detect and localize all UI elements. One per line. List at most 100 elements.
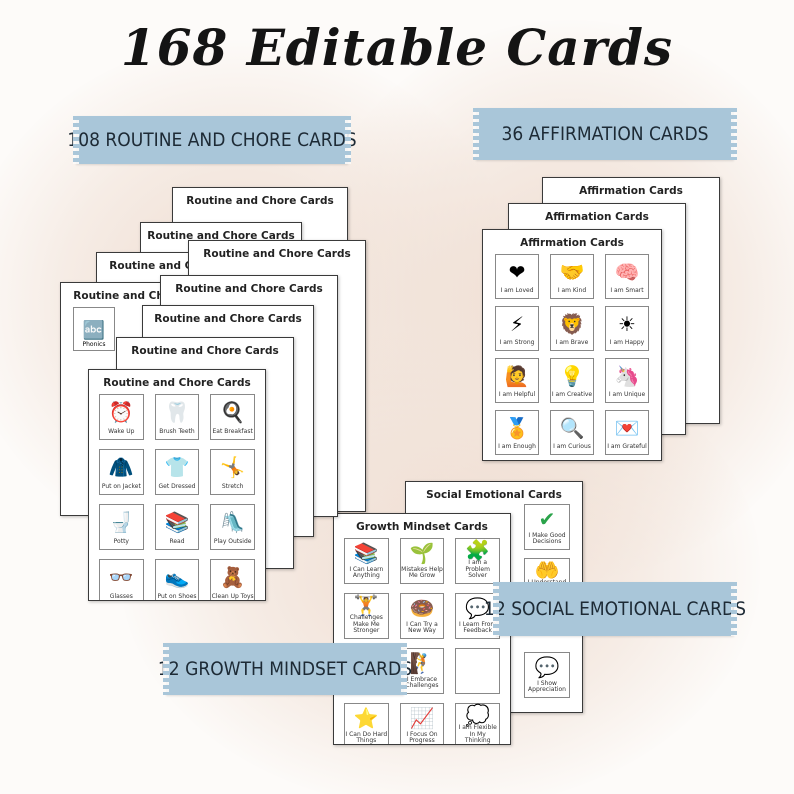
card-label: I Focus On Progress — [406, 730, 438, 745]
routine-label-tape: 108 ROUTINE AND CHORE CARDS — [67, 116, 357, 164]
card-cell: 📚I Can Learn Anything — [344, 538, 389, 584]
card-cell: 🔍I am Curious — [550, 410, 594, 455]
card-label: I Show Appreciation — [528, 679, 566, 694]
card-picture-icon: 🍳 — [220, 400, 246, 425]
card-label: I am Helpful — [498, 391, 536, 399]
card-picture-icon: ⚡ — [509, 311, 525, 336]
card-title: Routine and Chore Cards — [203, 248, 351, 260]
card-picture-icon: 🦁 — [559, 311, 585, 336]
card-cell: 🦄 I am Unique — [605, 358, 649, 403]
card-picture-icon: 🧠 — [614, 259, 640, 284]
card-label: I am Unique — [608, 391, 646, 399]
card-cell: 📚Read — [154, 504, 200, 550]
card-cell: 🤝 I am Kind — [550, 254, 594, 299]
card-label: I am Curious — [553, 443, 591, 451]
card-label: I am Strong — [499, 339, 535, 347]
card-label: I Make Good Decisions — [528, 531, 566, 546]
card-picture-icon: 🏅 — [504, 415, 530, 440]
card-label: Read — [169, 538, 185, 546]
card-title: Affirmation Cards — [579, 185, 683, 197]
card-picture-icon: ❤ — [508, 259, 526, 284]
affirmation-label-tape: 36 AFFIRMATION CARDS — [473, 108, 737, 160]
card-label: Put on Shoes — [157, 593, 197, 601]
card-cell: 🛝Play Outside — [210, 504, 255, 550]
card-label: I am Kind — [557, 287, 587, 295]
card-cell: ⭐I Can Do Hard Things — [344, 703, 389, 745]
card-title: Routine and Chore Cards — [103, 377, 251, 389]
card-picture-icon: 🛝 — [220, 510, 246, 535]
card-picture-icon: 👟 — [164, 565, 190, 590]
card-cell: 🧠I am Smart — [605, 254, 649, 299]
growth-label-tape: 12 GROWTH MINDSET CARDS — [158, 643, 412, 695]
card-label: I Can Try a New Way — [406, 620, 438, 635]
card-picture-icon: 👓 — [108, 565, 134, 590]
card-label: Glasses — [109, 593, 133, 601]
card-picture-icon: 🌱 — [409, 540, 435, 565]
card-label: Put on Jacket — [101, 483, 141, 491]
card-picture-icon: 🤝 — [559, 259, 585, 284]
card-cell: 🍩I Can Try a New Way — [399, 593, 445, 639]
social-label-tape: 12 SOCIAL EMOTIONAL CARDS — [484, 582, 746, 636]
card-label: I Can Do Hard Things — [345, 730, 388, 745]
card-picture-icon: 🚽 — [108, 510, 134, 535]
card-picture-icon: 👕 — [164, 455, 190, 480]
card-picture-icon: 🙋 — [504, 363, 530, 388]
card-label: I am Creative — [551, 391, 593, 399]
affirmation-card-front: Affirmation Cards ❤I am Loved🤝I am Kind🧠… — [482, 229, 662, 461]
card-cell: 👓 Glasses — [99, 559, 144, 601]
card-picture-icon: 📈 — [409, 705, 435, 730]
card-label: I am Happy — [609, 339, 645, 347]
routine-card-front: Routine and Chore Cards ⏰Wake Up🦷Brush T… — [88, 369, 266, 601]
card-picture-icon: 🧸 — [220, 565, 246, 590]
card-cell: 💡I am Creative — [550, 358, 594, 403]
card-label: I am Flexible In My Thinking — [458, 724, 497, 745]
card-picture-icon: ☀ — [618, 311, 636, 336]
card-cell — [455, 648, 500, 694]
card-cell: 🦷Brush Teeth — [154, 394, 200, 440]
card-picture-icon: 💬 — [534, 654, 560, 679]
growth-grid: 📚I Can Learn Anything🌱Mistakes Help Me G… — [334, 536, 510, 745]
card-title: Affirmation Cards — [545, 211, 649, 223]
card-cell: 💌 I am Grateful — [605, 410, 649, 455]
card-label: Potty — [113, 538, 129, 546]
card-cell: 📈I Focus On Progress — [399, 703, 445, 745]
card-title: Routine and Chore Cards — [147, 230, 295, 242]
card-label: I am Brave — [555, 339, 589, 347]
card-picture-icon: 🤲 — [534, 557, 560, 582]
card-label: Stretch — [221, 483, 244, 491]
card-label: Wake Up — [108, 428, 135, 436]
card-label: Brush Teeth — [159, 428, 195, 436]
card-cell: 💬I Learn From Feedback — [455, 593, 500, 639]
card-cell: 🌱Mistakes Help Me Grow — [399, 538, 445, 584]
card-picture-icon: 🧥 — [108, 455, 134, 480]
card-picture-icon: 🦄 — [614, 363, 640, 388]
card-cell: 🏅I am Enough — [495, 410, 539, 455]
card-label: I am a Problem Solver — [465, 559, 490, 580]
card-cell: 🦁 I am Brave — [550, 306, 594, 351]
card-label: Eat Breakfast — [212, 428, 253, 436]
card-cell: 🚽 Potty — [99, 504, 144, 550]
card-cell: ❤I am Loved — [495, 254, 539, 299]
card-picture-icon: 💭 — [465, 702, 491, 727]
card-cell: 🤸Stretch — [210, 449, 255, 495]
card-cell: 🧸Clean Up Toys — [210, 559, 255, 600]
card-title: Routine and Chore Cards — [131, 345, 279, 357]
card-cell: 🧗I Embrace Challenges — [399, 648, 445, 694]
card-cell: 🙋 I am Helpful — [495, 358, 539, 403]
card-label: Get Dressed — [158, 483, 196, 491]
card-label: Phonics — [82, 341, 106, 348]
card-picture-icon: 💌 — [614, 415, 640, 440]
card-cell: 💭I am Flexible In My Thinking — [455, 702, 500, 745]
card-picture-icon: 💬 — [465, 595, 491, 620]
abc-blocks-icon: 🔤 — [82, 320, 106, 341]
card-picture-icon: 🧩 — [465, 537, 491, 562]
page-title: 168 Editable Cards — [120, 18, 674, 77]
card-label: I Learn From Feedback — [459, 620, 497, 635]
card-label: I am Grateful — [607, 443, 647, 451]
card-cell: 👟 Put on Shoes — [154, 559, 200, 601]
card-picture-icon: 📚 — [353, 540, 379, 565]
card-picture-icon: 🍩 — [409, 595, 435, 620]
card-cell: ⏰Wake Up — [99, 394, 144, 440]
card-cell: ⚡ I am Strong — [495, 306, 539, 351]
